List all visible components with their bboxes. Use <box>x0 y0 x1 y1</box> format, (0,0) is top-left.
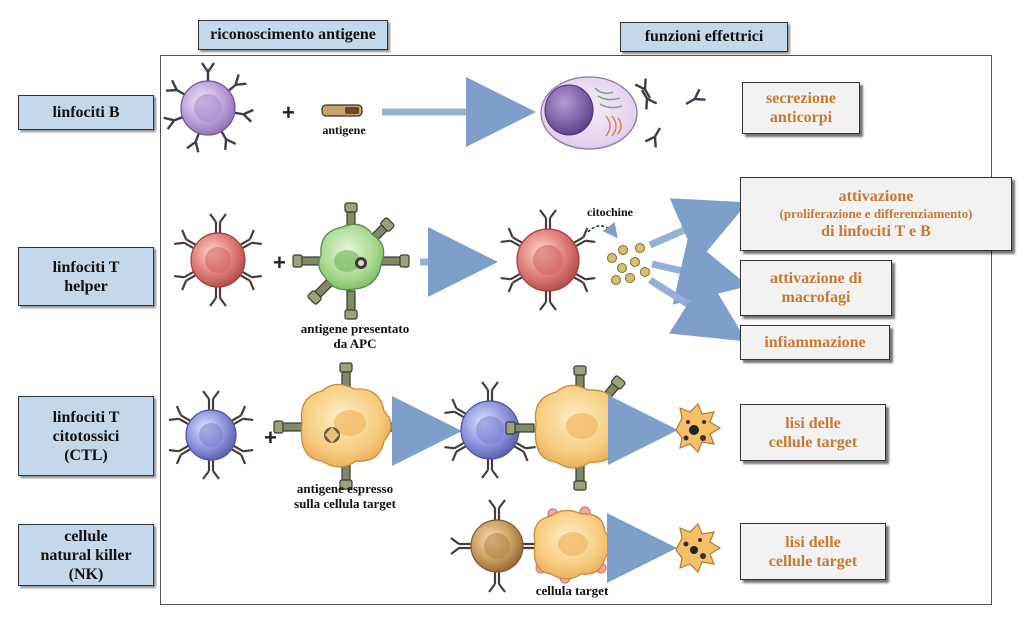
lysed-target-cell-ctl <box>675 402 722 454</box>
header-effector: funzioni effettrici <box>620 22 788 52</box>
cytokines <box>607 243 650 285</box>
target-cell-ctl <box>273 362 415 490</box>
row-label-ctl: linfociti T citotossici (CTL) <box>18 396 154 476</box>
caption-target-cell: cellula target <box>535 583 609 598</box>
arrow-to-inflammation <box>648 274 747 342</box>
arrow-to-macrophage <box>651 236 749 305</box>
plasma-cell <box>540 76 638 150</box>
effect-inflammation: infiammazione <box>740 325 890 360</box>
secreted-antibodies <box>634 77 707 149</box>
effect-macrophage-activation: attivazione di macrofagi <box>740 260 892 316</box>
activation-detail: (proliferazione e differenziamento) <box>779 206 973 221</box>
row-label-b-cells: linfociti B <box>18 95 154 130</box>
row-label-nk: cellule natural killer (NK) <box>18 524 154 586</box>
nk-target-cell <box>533 506 613 584</box>
plus-sign-row2: + <box>273 250 286 275</box>
apc-cell <box>292 202 410 320</box>
row-label-t-helper: linfociti T helper <box>18 247 154 306</box>
activation-target: di linfociti T e B <box>821 223 931 240</box>
b-cell <box>162 61 255 154</box>
ctl-cell <box>167 389 255 481</box>
caption-antigen: antigene <box>322 123 366 137</box>
caption-expressed-antigen: antigene espresso sulla cellula target <box>294 481 396 511</box>
effect-antibody-secretion: secrezione anticorpi <box>742 82 860 134</box>
t-helper-cell <box>173 212 263 308</box>
header-recognition: riconoscimento antigene <box>198 20 388 50</box>
lysed-target-cell-nk <box>675 522 722 574</box>
nk-cell <box>449 498 545 594</box>
activation-title: attivazione <box>838 188 914 205</box>
caption-citochine: citochine <box>587 205 633 219</box>
effect-nk-lysis: lisi delle cellule target <box>740 523 886 580</box>
caption-apc-antigen: antigene presentato da APC <box>300 321 410 351</box>
effect-ctl-lysis: lisi delle cellule target <box>740 404 886 461</box>
arrow-to-activation <box>648 198 748 263</box>
activated-t-helper-cell <box>499 208 597 312</box>
antigen-icon <box>321 104 363 117</box>
cytokine-release-arrow <box>587 221 618 239</box>
effect-lymphocyte-activation: attivazione (proliferazione e differenzi… <box>740 177 1012 251</box>
plus-sign-row1: + <box>282 100 295 125</box>
ctl-target-conjugate <box>443 365 627 491</box>
